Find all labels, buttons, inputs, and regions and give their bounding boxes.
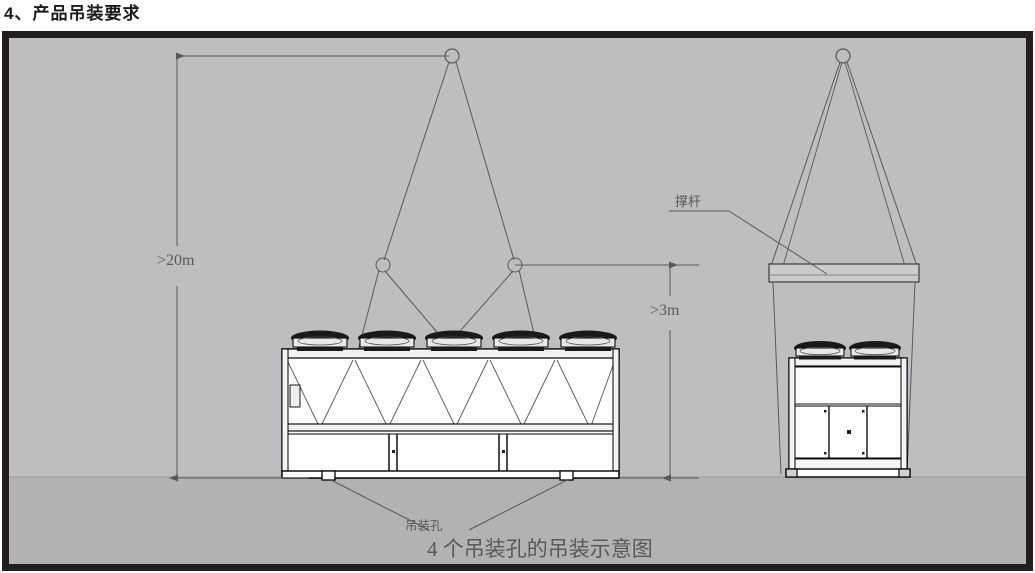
spreader-bar-callout: 撑杆 xyxy=(669,194,828,275)
lifting-hole-front-right xyxy=(559,470,574,481)
side-lower-panels xyxy=(794,405,902,459)
coil-section xyxy=(286,359,616,427)
dimension-label-3m: >3m xyxy=(650,302,680,319)
fan-unit xyxy=(358,330,416,351)
fan-unit xyxy=(794,341,846,360)
fan-unit xyxy=(425,330,483,351)
page-title: 4、产品吊装要求 xyxy=(4,4,141,23)
lifting-hole-label: 吊装孔 xyxy=(405,519,443,533)
dimension-hoist-height: >20m xyxy=(157,52,449,482)
fan-group-side xyxy=(794,341,901,360)
lifting-hole-front-left xyxy=(321,470,336,481)
chiller-side-elevation xyxy=(785,341,911,478)
dimension-label-20m: >20m xyxy=(157,252,195,269)
figure-frame: 吊装孔 >20m >3m xyxy=(2,31,1033,571)
figure-caption: 4 个吊装孔的吊装示意图 xyxy=(427,537,653,561)
side-view-rigging xyxy=(768,48,920,475)
fan-unit xyxy=(849,341,901,360)
ground-plane-left xyxy=(9,476,1026,564)
fan-group-front xyxy=(291,330,617,351)
lower-panel-section xyxy=(286,433,620,473)
fan-unit xyxy=(559,330,617,351)
chiller-front-elevation xyxy=(281,330,620,481)
lifting-hole-callout: 吊装孔 xyxy=(330,479,568,533)
spreader-bar xyxy=(768,263,920,283)
spreader-bar-label: 撑杆 xyxy=(675,194,701,209)
fan-unit xyxy=(492,330,550,351)
hoisting-diagram: 吊装孔 >20m >3m xyxy=(9,48,1026,564)
fan-unit xyxy=(291,330,349,351)
dimension-sling-clearance: >3m xyxy=(515,261,699,482)
